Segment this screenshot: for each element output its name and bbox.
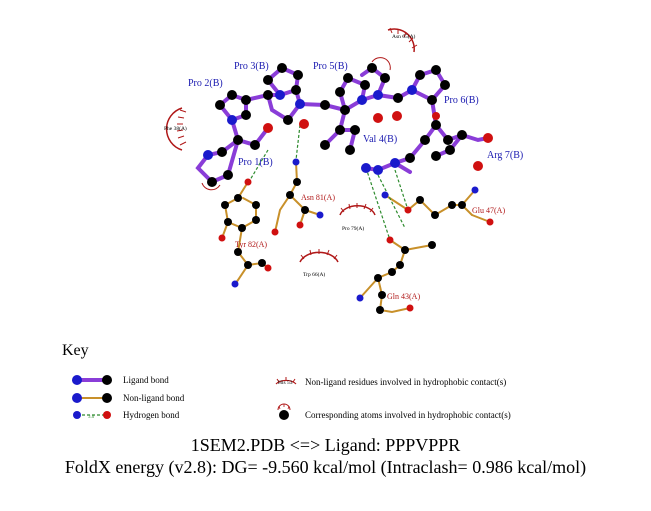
key-his53-label: His 53 — [278, 380, 293, 386]
label-arg7: Arg 7(B) — [487, 150, 523, 161]
key-title: Key — [62, 342, 89, 359]
asn65-arc — [387, 28, 415, 53]
key-hydrogen-bond-label: Hydrogen bond — [123, 410, 180, 420]
nonligand-bonds — [221, 161, 491, 314]
label-phe38: Phe 38(A) — [164, 125, 187, 132]
label-val4: Val 4(B) — [363, 134, 397, 145]
label-tyr82: Tyr 82(A) — [235, 240, 267, 249]
label-glu47: Glu 47(A) — [472, 206, 505, 215]
key-nonligand-hydrophobic-label: Non-ligand residues involved in hydropho… — [305, 377, 507, 387]
label-trp66: Trp 66(A) — [303, 271, 325, 278]
key-nonligand-bond-label: Non-ligand bond — [123, 393, 185, 403]
hydrophobic-contacts — [165, 27, 418, 263]
label-pro1: Pro 1(B) — [238, 157, 273, 168]
hydrogen-bonds — [249, 124, 409, 241]
caption-structure: 1SEM2.PDB <=> Ligand: PPPVPPR — [190, 435, 461, 455]
key-corresponding-atoms-label: Corresponding atoms involved in hydropho… — [305, 410, 511, 420]
label-pro79: Pro 79(A) — [342, 225, 364, 232]
label-asn65: Asn 65(A) — [392, 33, 416, 40]
ligand-contact-arc-2 — [201, 182, 221, 191]
label-asn81: Asn 81(A) — [301, 193, 335, 202]
caption-energy: FoldX energy (v2.8): DG= -9.560 kcal/mol… — [64, 457, 587, 477]
key-symbols: 3.0 His 53 — [72, 375, 297, 420]
atoms — [203, 63, 494, 314]
ligand-contact-arc-1 — [371, 57, 391, 71]
phe38-arc — [165, 107, 183, 151]
label-gln43: Gln 43(A) — [387, 292, 420, 301]
label-pro6: Pro 6(B) — [444, 95, 479, 106]
label-pro5: Pro 5(B) — [313, 61, 348, 72]
label-pro3: Pro 3(B) — [234, 61, 269, 72]
key-ligand-bond-label: Ligand bond — [123, 375, 169, 385]
label-pro2: Pro 2(B) — [188, 78, 223, 89]
key-hbond-distance: 3.0 — [88, 415, 95, 420]
